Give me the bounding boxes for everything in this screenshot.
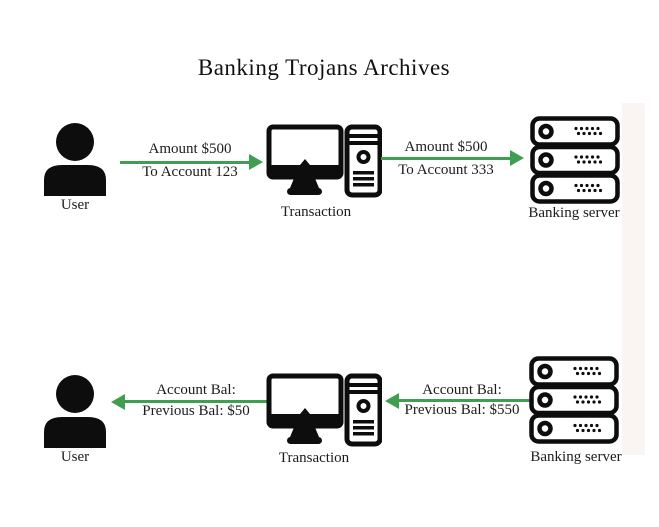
flow-arrow-right [381,157,510,160]
arrow-text-amount: Amount $500 [148,141,232,157]
flow-arrow-right [120,161,249,164]
arrow-text-balance: Previous Bal: $550 [404,402,520,418]
flow-arrow-left [125,400,268,403]
computer-icon [266,124,383,200]
user-label: User [60,449,90,465]
arrow-text-account: To Account 123 [142,164,238,180]
arrow-text-account: To Account 333 [398,162,494,178]
page-title: Banking Trojans Archives [197,55,451,80]
banking-server-label: Banking server [530,449,622,465]
flow-arrow-left [399,399,530,402]
computer-icon [266,373,383,449]
transaction-label: Transaction [278,450,350,466]
arrow-text-balance: Previous Bal: $50 [142,403,250,419]
arrow-text-balance: Account Bal: [156,382,236,398]
user-icon [42,374,108,448]
banking-server-label: Banking server [528,205,620,221]
page-edge-strip [622,103,645,455]
arrowhead-right-icon [249,154,263,170]
arrowhead-left-icon [385,393,399,409]
server-icon [530,116,620,204]
server-icon [529,356,619,444]
arrow-text-balance: Account Bal: [422,382,502,398]
transaction-label: Transaction [280,204,352,220]
user-label: User [60,197,90,213]
arrowhead-left-icon [111,394,125,410]
user-icon [42,122,108,196]
arrow-text-amount: Amount $500 [404,139,488,155]
arrowhead-right-icon [510,150,524,166]
